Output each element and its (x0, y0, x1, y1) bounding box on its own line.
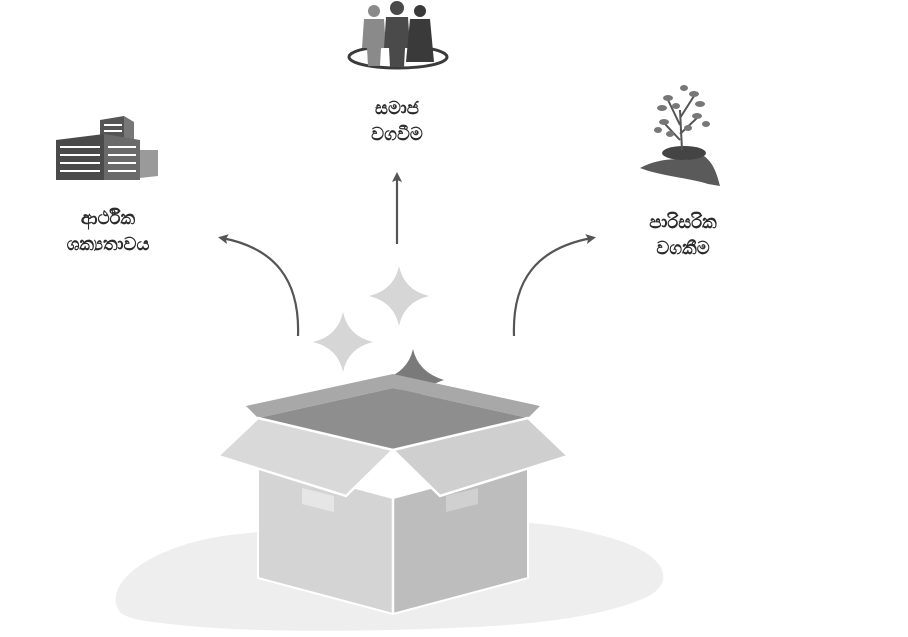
label-social: සමාජ වගවීම (357, 96, 437, 148)
open-box-icon (215, 374, 571, 616)
label-social-line2: වගවීම (371, 124, 423, 145)
sparkle-top (369, 266, 429, 326)
office-buildings-icon (56, 116, 158, 180)
arrow-right (512, 234, 596, 337)
arrow-left (218, 234, 300, 337)
label-social-line1: සමාජ (375, 98, 419, 119)
label-economic-line2: ශක්‍යතාවය (66, 234, 150, 255)
people-group-icon (347, 1, 449, 70)
sparkle-left (313, 312, 373, 372)
label-economic: ආර්ථික ශක්‍යතාවය (48, 206, 168, 258)
label-environmental-line2: වගකීම (656, 238, 710, 259)
label-environmental-line1: පාරිසරික (649, 212, 717, 233)
label-economic-line1: ආර්ථික (80, 208, 136, 229)
plant-in-hand-icon (640, 85, 720, 186)
label-environmental: පාරිසරික වගකීම (628, 210, 738, 262)
